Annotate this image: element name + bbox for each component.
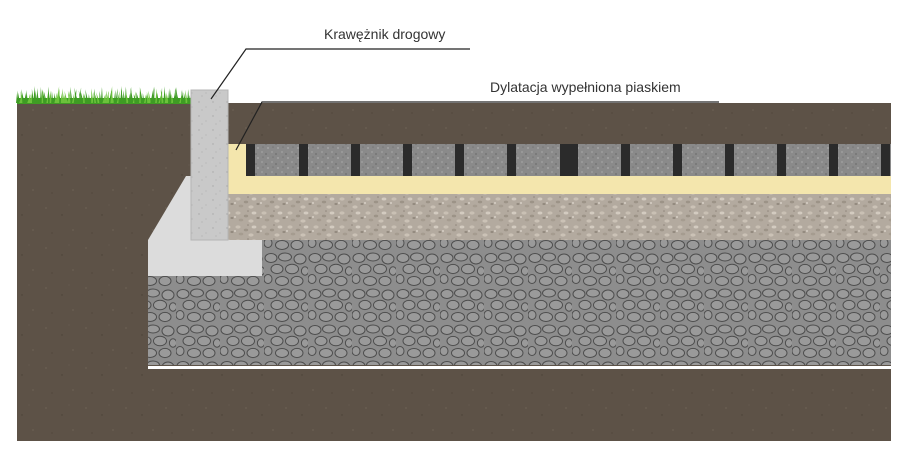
paver-joint [777, 144, 786, 176]
curb-leader-line [210, 48, 470, 100]
paver-joint [507, 144, 516, 176]
paver-joint [246, 144, 255, 176]
paver-joint [351, 144, 360, 176]
geotextile-line [148, 366, 891, 369]
paver-joint [829, 144, 838, 176]
paver-joint [299, 144, 308, 176]
paver-joint [673, 144, 682, 176]
grass-strip [16, 86, 191, 104]
paver-joint [403, 144, 412, 176]
sand-layer [228, 176, 891, 194]
paver-joint [621, 144, 630, 176]
paver-joint [560, 144, 569, 176]
paver-joint [725, 144, 734, 176]
paver-joint [881, 144, 890, 176]
paver-joint [455, 144, 464, 176]
dilatation-sand [228, 144, 246, 176]
paver-joint [569, 144, 578, 176]
paving-stones [246, 144, 891, 176]
crushed-stone-layer [148, 240, 891, 365]
curb-label: Krawężnik drogowy [324, 26, 446, 42]
dilatation-leader-line [235, 101, 719, 151]
gravel-layer [228, 194, 891, 240]
curb-stone [190, 89, 229, 241]
dilatation-label: Dylatacja wypełniona piaskiem [490, 79, 681, 95]
